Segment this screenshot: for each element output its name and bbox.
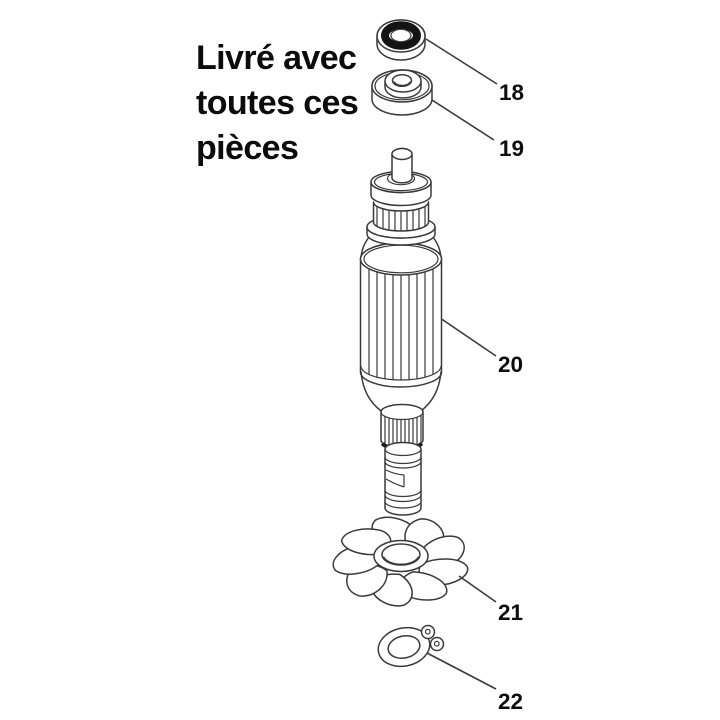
note-line-3: pièces [196,129,299,167]
leader-21 [458,575,497,603]
circlip-ear-lower [429,636,445,652]
commutator-segments [376,206,426,231]
part-label-19: 19 [499,136,524,161]
armature-drawing [359,147,443,516]
fan-impeller-drawing [332,515,472,607]
bearing-seal-ring [381,21,421,50]
leader-19 [431,99,495,141]
part-label-22: 22 [498,689,523,714]
part-label-18: 18 [499,80,524,105]
circlip-ear-upper [420,624,436,640]
leader-lines [425,38,498,690]
lamination-lines [368,268,434,380]
part-label-21: 21 [498,600,523,625]
note-text: Livré avec toutes ces pièces [196,36,359,171]
note-line-1: Livré avec [196,39,357,77]
shaft-keyway [385,469,405,488]
leader-20 [441,318,497,357]
bearing-washer-drawing [371,69,433,116]
part-label-20: 20 [498,352,523,377]
note-line-2: toutes ces [196,84,359,122]
leader-22 [426,652,497,690]
leader-18 [425,38,498,85]
ball-bearing-drawing [376,19,426,61]
fan-blades [332,515,472,607]
retaining-ring-drawing [377,624,445,668]
